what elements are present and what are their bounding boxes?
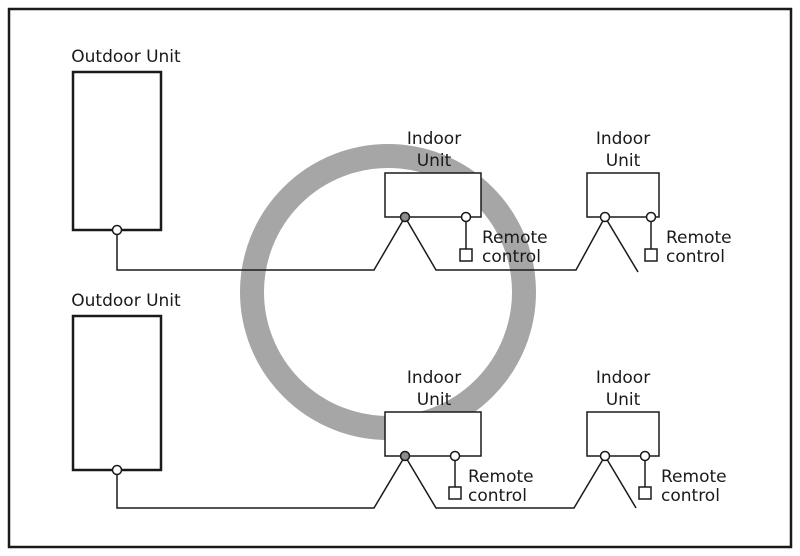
remote-terminal (449, 450, 461, 462)
wire-indoor-1-to-indoor-2 (404, 216, 606, 271)
wire-indoor-1-to-indoor-2 (404, 455, 606, 509)
outdoor-terminal (111, 464, 123, 476)
indoor-terminal (599, 450, 611, 462)
indoor-unit-label-line1: Indoor (596, 368, 650, 388)
indoor-unit-label-line2: Unit (606, 390, 641, 410)
outdoor-unit-label: Outdoor Unit (71, 47, 181, 67)
outdoor-unit-label: Outdoor Unit (71, 291, 181, 311)
remote-control-label-line2: control (666, 247, 725, 267)
indoor-unit-label-line1: Indoor (407, 129, 461, 149)
indoor-unit-label-line1: Indoor (407, 368, 461, 388)
wire-indoor-2-tail (604, 216, 639, 273)
wire-outdoor-to-indoor-1 (116, 216, 406, 271)
remote-terminal (639, 450, 651, 462)
remote-control-label-line1: Remote (666, 228, 732, 248)
indoor-terminal (399, 450, 411, 462)
remote-control-label-line2: control (661, 486, 720, 506)
remote-control-label-line1: Remote (482, 228, 548, 248)
indoor-unit-box (384, 411, 482, 457)
remote-control-label-line2: control (468, 486, 527, 506)
indoor-unit-box (384, 172, 482, 218)
indoor-unit-label-line2: Unit (606, 151, 641, 171)
outdoor-terminal (111, 224, 123, 236)
remote-control-label-line1: Remote (661, 467, 727, 487)
wire-outdoor-to-indoor-1 (116, 455, 406, 509)
remote-control-box (459, 248, 473, 262)
indoor-unit-label-line1: Indoor (596, 129, 650, 149)
remote-control-label-line2: control (482, 247, 541, 267)
remote-control-box (638, 486, 652, 500)
indoor-unit-label-line2: Unit (417, 151, 452, 171)
outdoor-unit-box (71, 314, 163, 472)
indoor-unit-label-line2: Unit (417, 390, 452, 410)
indoor-terminal (399, 211, 411, 223)
remote-control-box (448, 486, 462, 500)
wire-indoor-2-tail (604, 455, 637, 509)
remote-terminal (460, 211, 472, 223)
remote-control-label-line1: Remote (468, 467, 534, 487)
indoor-unit-box (586, 172, 660, 218)
indoor-terminal (599, 211, 611, 223)
system-top: Outdoor Unit Indoor Unit Indoor Unit Rem… (71, 47, 732, 273)
system-bottom: Outdoor Unit Indoor Unit Indoor Unit Rem… (71, 291, 727, 509)
outdoor-unit-box (71, 70, 163, 232)
remote-control-box (644, 248, 658, 262)
remote-terminal (645, 211, 657, 223)
indoor-unit-box (586, 411, 660, 457)
